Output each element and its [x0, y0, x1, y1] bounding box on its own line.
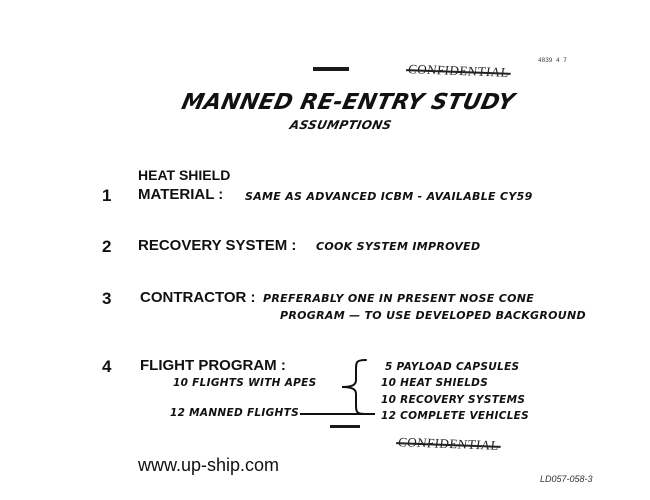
manned-flights-connector-line	[300, 413, 375, 415]
item-1-number: 1	[102, 186, 112, 205]
document-id: 4839 4 7	[538, 57, 567, 64]
item-4-list-item: 5 PAYLOAD CAPSULES	[385, 361, 520, 373]
classification-stamp-bottom: CONFIDENTIAL	[396, 434, 502, 454]
item-1-prelabel: HEAT SHIELD	[138, 167, 231, 183]
item-3-value-line-2: PROGRAM — TO USE DEVELOPED BACKGROUND	[280, 309, 586, 322]
document-number: LD057-058-3	[540, 474, 593, 484]
item-4-number: 4	[102, 357, 112, 376]
item-2-label: RECOVERY SYSTEM :	[138, 237, 297, 254]
item-4-manned-flights: 12 MANNED FLIGHTS	[170, 407, 299, 419]
item-4-label: FLIGHT PROGRAM :	[140, 357, 286, 374]
item-1-value: SAME AS ADVANCED ICBM - AVAILABLE CY59	[245, 190, 533, 203]
redaction-mark-bottom	[330, 425, 360, 428]
watermark-url: www.up-ship.com	[138, 455, 280, 475]
redaction-mark-top	[313, 67, 349, 71]
item-4-apes-flights: 10 FLIGHTS WITH APES	[173, 377, 317, 389]
item-4-list-item: 10 RECOVERY SYSTEMS	[381, 394, 526, 406]
item-3-label: CONTRACTOR :	[140, 289, 256, 306]
item-1-label: MATERIAL :	[138, 186, 224, 203]
page-subtitle: ASSUMPTIONS	[288, 118, 393, 132]
curly-brace-icon	[341, 359, 367, 415]
page-title: MANNED RE-ENTRY STUDY	[179, 90, 517, 115]
item-2-value: COOK SYSTEM IMPROVED	[316, 240, 481, 253]
item-2-number: 2	[102, 237, 112, 256]
item-3-value-line-1: PREFERABLY ONE IN PRESENT NOSE CONE	[263, 292, 535, 305]
item-3-number: 3	[102, 289, 112, 308]
item-4-list-item: 12 COMPLETE VEHICLES	[381, 410, 530, 422]
classification-stamp-top: CONFIDENTIAL	[406, 61, 512, 81]
item-4-list-item: 10 HEAT SHIELDS	[381, 377, 489, 389]
